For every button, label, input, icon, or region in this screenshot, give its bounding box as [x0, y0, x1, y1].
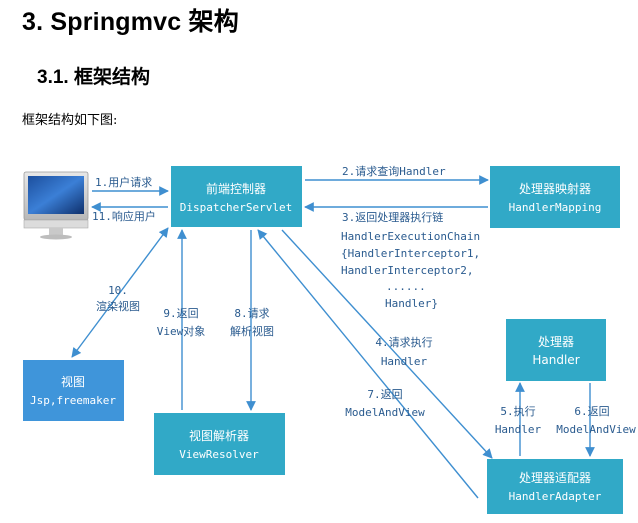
label-resolve-view: 解析视图 [230, 324, 274, 338]
section-heading-3: 3. Springmvc 架构 [22, 8, 239, 36]
view-resolver-node: 视图解析器 ViewResolver [154, 413, 285, 475]
label-execute: 5.执行 [500, 404, 535, 418]
adapter-subtitle: HandlerAdapter [509, 490, 602, 503]
label-handler-return-mav: ModelAndView [556, 423, 636, 436]
arrow-return-modelandview [257, 229, 479, 499]
label-return-view: 9.返回 [163, 307, 198, 320]
label-request-execute: 4.请求执行 [375, 335, 432, 349]
handler-subtitle: Handler [532, 353, 579, 367]
label-request-execute-handler: Handler [381, 355, 428, 368]
handler-node: 处理器 Handler [506, 319, 606, 381]
label-chain-interceptor1: {HandlerInterceptor1, [341, 247, 480, 260]
mapping-title: 处理器映射器 [519, 181, 591, 196]
label-chain-type: HandlerExecutionChain [341, 230, 480, 243]
label-chain-ellipsis: ...... [386, 280, 426, 293]
section-heading-3-1: 3.1. 框架结构 [37, 67, 150, 88]
handler-adapter-node: 处理器适配器 HandlerAdapter [487, 459, 623, 514]
label-query-handler: 2.请求查询Handler [342, 164, 446, 178]
label-return-mav: 7.返回 [367, 388, 402, 401]
arrow-request-execute [281, 229, 493, 459]
intro-paragraph: 框架结构如下图: [22, 113, 118, 128]
arrow-render-view [71, 227, 169, 358]
label-execute-handler: Handler [495, 423, 542, 436]
resolver-subtitle: ViewResolver [179, 448, 259, 461]
label-return-view-object: View对象 [157, 324, 206, 338]
dispatcher-servlet-node: 前端控制器 DispatcherServlet [171, 166, 302, 227]
computer-icon [23, 171, 89, 240]
view-title: 视图 [61, 374, 85, 389]
adapter-title: 处理器适配器 [519, 471, 591, 485]
label-handler-return: 6.返回 [574, 405, 609, 418]
view-node: 视图 Jsp,freemaker [23, 360, 124, 421]
label-render-view: 渲染视图 [96, 299, 140, 313]
label-chain-handler: Handler} [385, 297, 438, 310]
label-response: 11.响应用户 [92, 209, 156, 223]
handler-title: 处理器 [538, 335, 574, 349]
flow-arrows [71, 175, 595, 499]
dispatcher-subtitle: DispatcherServlet [180, 201, 293, 214]
label-return-chain: 3.返回处理器执行链 [342, 210, 443, 224]
mapping-subtitle: HandlerMapping [509, 201, 602, 214]
label-resolve-request: 8.请求 [234, 307, 269, 320]
label-user-request: 1.用户请求 [95, 175, 152, 189]
dispatcher-title: 前端控制器 [206, 181, 266, 196]
handler-mapping-node: 处理器映射器 HandlerMapping [490, 166, 620, 228]
flow-labels: 1.用户请求 11.响应用户 2.请求查询Handler 3.返回处理器执行链 … [92, 164, 636, 436]
view-subtitle: Jsp,freemaker [30, 394, 116, 407]
label-chain-interceptor2: HandlerInterceptor2, [341, 264, 473, 277]
label-render-number: 10. [108, 284, 128, 297]
resolver-title: 视图解析器 [189, 428, 249, 443]
label-return-mav-type: ModelAndView [345, 406, 425, 419]
